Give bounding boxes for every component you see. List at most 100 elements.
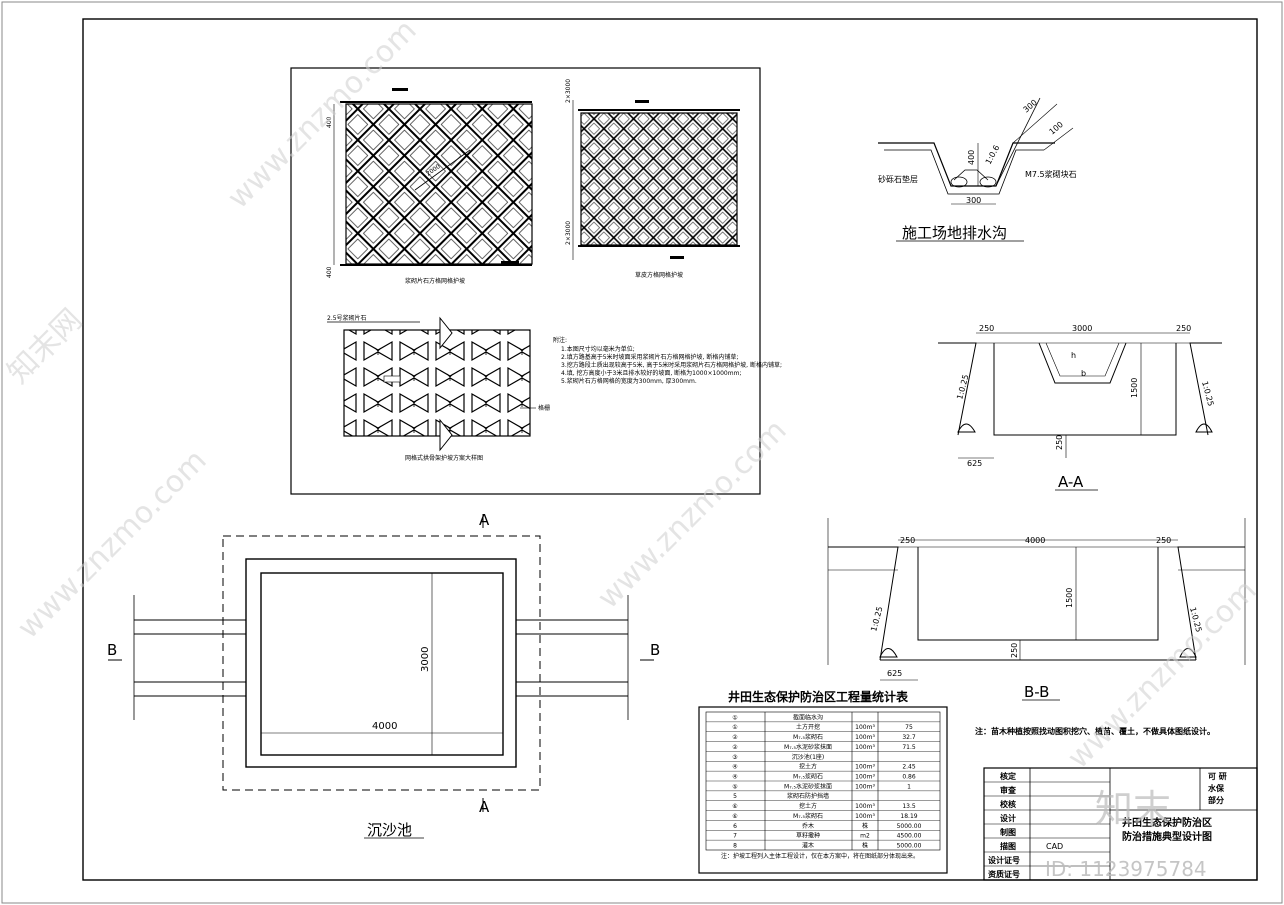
svg-text:1.本图尺寸均以毫米为单位;: 1.本图尺寸均以毫米为单位;	[561, 345, 635, 353]
svg-text:h: h	[1071, 351, 1076, 360]
slope-panel-frame	[290, 67, 761, 495]
table-cell: 乔木	[802, 822, 814, 830]
svg-text:4000: 4000	[1025, 536, 1045, 545]
svg-text:625: 625	[967, 459, 982, 468]
bb-title: B-B	[1024, 683, 1049, 701]
arch-label: 2.5号浆砌片石	[327, 314, 367, 322]
svg-text:b: b	[1081, 369, 1086, 378]
svg-text:2×3000: 2×3000	[565, 221, 572, 245]
table-cell: 株	[862, 822, 868, 830]
table-note: 注：护坡工程列入主体工程设计，仅在本方案中，将在图纸部分体现出来。	[721, 852, 919, 860]
table-cell: M₇.₅浆砌石	[793, 733, 823, 741]
pool-title: 沉沙池	[367, 821, 412, 839]
turf-grid-slope: 2×3000 2×3000	[565, 79, 740, 260]
svg-text:300: 300	[966, 196, 981, 205]
table-cell: 100m³	[855, 783, 875, 790]
table-cell: 浆砌石防护挡墙	[787, 792, 829, 800]
section-mark-a-bottom: A	[479, 798, 490, 816]
drain-title: 施工场地排水沟	[902, 224, 1007, 242]
svg-text:250: 250	[1010, 643, 1019, 658]
section-mark-b-right: B	[650, 641, 660, 659]
svg-text:250: 250	[1156, 536, 1171, 545]
svg-text:250: 250	[1055, 435, 1064, 450]
table-cell: 1	[907, 783, 911, 790]
table-cell: 截面临水沟	[793, 713, 823, 721]
side-note: 注：苗木种植按照找动图积挖穴、植苗、覆土，不做具体图纸设计。	[975, 726, 1215, 736]
table-cell: 0.86	[902, 774, 916, 781]
svg-text:4.填, 挖方高度小于3米且排水较好的坡面, 断格为1000: 4.填, 挖方高度小于3米且排水较好的坡面, 断格为1000×1000mm;	[561, 369, 741, 377]
svg-text:1500: 1500	[1065, 588, 1074, 608]
table-cell: 100m³	[855, 724, 875, 731]
svg-text:水保: 水保	[1207, 783, 1225, 793]
svg-text:250: 250	[1176, 324, 1191, 333]
svg-text:设计: 设计	[1000, 813, 1016, 823]
table-cell: 5000.00	[897, 843, 922, 850]
section-mark-a-top: A	[479, 511, 490, 529]
slope-caption-3: 网格式拱骨架护坡方案大样图	[405, 454, 483, 462]
table-cell: ②	[732, 734, 738, 741]
svg-text:400: 400	[326, 116, 333, 128]
table-cell: 8	[733, 843, 737, 850]
inner-border	[82, 18, 1258, 881]
table-cell: 4500.00	[897, 833, 922, 840]
svg-text:625: 625	[887, 669, 902, 678]
table-cell: 71.5	[902, 744, 916, 751]
table-cell: ④	[732, 764, 737, 771]
slope-caption-2: 草皮方格网格护坡	[635, 271, 683, 279]
svg-text:3000: 3000	[420, 647, 431, 672]
masonry-grid-slope: 400 400 2000	[326, 88, 533, 278]
svg-text:300: 300	[1022, 98, 1039, 115]
svg-text:3.挖方路段土质出现较高于5米, 高于5米时采用浆砌片石方格: 3.挖方路段土质出现较高于5米, 高于5米时采用浆砌片石方格网格护坡, 断格内铺…	[561, 361, 782, 369]
notes-block: 附注: 1.本图尺寸均以毫米为单位; 2.填方路基高于5米时坡面采用浆砌片石方格…	[553, 336, 782, 385]
table-cell: 100m³	[855, 734, 875, 741]
svg-text:1:0.25: 1:0.25	[955, 373, 970, 400]
table-cell: 土方开挖	[796, 723, 820, 731]
table-cell: ①	[732, 714, 737, 721]
table-cell: 32.7	[902, 734, 916, 741]
table-cell: 挖土方	[799, 802, 817, 810]
table-cell: ⑥	[732, 803, 737, 810]
svg-text:2×3000: 2×3000	[565, 79, 572, 103]
svg-text:1:0.25: 1:0.25	[1200, 380, 1215, 407]
drain-right-label: M7.5浆砌块石	[1025, 169, 1077, 179]
table-cell: M₇.₅浆砌石	[793, 773, 823, 781]
table-cell: 6	[733, 823, 737, 830]
svg-text:4000: 4000	[372, 721, 397, 732]
slope-caption-1: 浆砌片石方格网格护坡	[405, 277, 465, 285]
arch-skeleton-slope	[327, 316, 536, 452]
table-cell: ②	[732, 744, 738, 751]
svg-text:www.znzmo.com: www.znzmo.com	[11, 443, 214, 646]
svg-text:400: 400	[967, 150, 976, 165]
table-cell: 13.5	[902, 803, 916, 810]
svg-text:1:0.6: 1:0.6	[984, 144, 1002, 166]
table-cell: m2	[860, 833, 870, 840]
svg-text:5.浆砌片石方格网格的宽度为300mm, 厚300mm.: 5.浆砌片石方格网格的宽度为300mm, 厚300mm.	[561, 377, 697, 385]
section-bb: 250 4000 250 1500 250 625 1:0.25 1:0.25	[827, 518, 1246, 681]
svg-text:资质证号: 资质证号	[988, 869, 1020, 879]
svg-text:部分: 部分	[1208, 795, 1224, 805]
svg-text:3000: 3000	[1072, 324, 1092, 333]
svg-text:1500: 1500	[1130, 378, 1139, 398]
svg-text:400: 400	[326, 266, 333, 278]
svg-text:制图: 制图	[1000, 827, 1016, 837]
svg-text:1:0.25: 1:0.25	[869, 605, 884, 632]
table-cell: 5000.00	[897, 823, 922, 830]
table-cell: M₇.₅水泥砂浆抹面	[784, 782, 832, 790]
section-aa: 250 3000 250 h b 1500 250 625 1:0.25 1:0…	[938, 324, 1222, 468]
table-cell: 18.19	[900, 813, 917, 820]
svg-text:250: 250	[979, 324, 994, 333]
svg-text:审查: 审查	[1000, 785, 1017, 795]
svg-text:www.znzmo.com: www.znzmo.com	[591, 413, 794, 616]
svg-text:100: 100	[1048, 120, 1065, 137]
table-cell: 株	[862, 842, 868, 850]
svg-text:防治措施典型设计图: 防治措施典型设计图	[1122, 830, 1212, 843]
svg-text:知末网: 知末网	[1, 302, 89, 390]
svg-text:核定: 核定	[1000, 771, 1016, 781]
watermark-logo: 知末	[1095, 787, 1171, 831]
table-cell: 沉沙池(1座)	[792, 753, 825, 761]
svg-text:校核: 校核	[1000, 799, 1016, 809]
table-cell: ①	[732, 724, 737, 731]
table-cell: M₇.₅浆砌石	[793, 812, 823, 820]
